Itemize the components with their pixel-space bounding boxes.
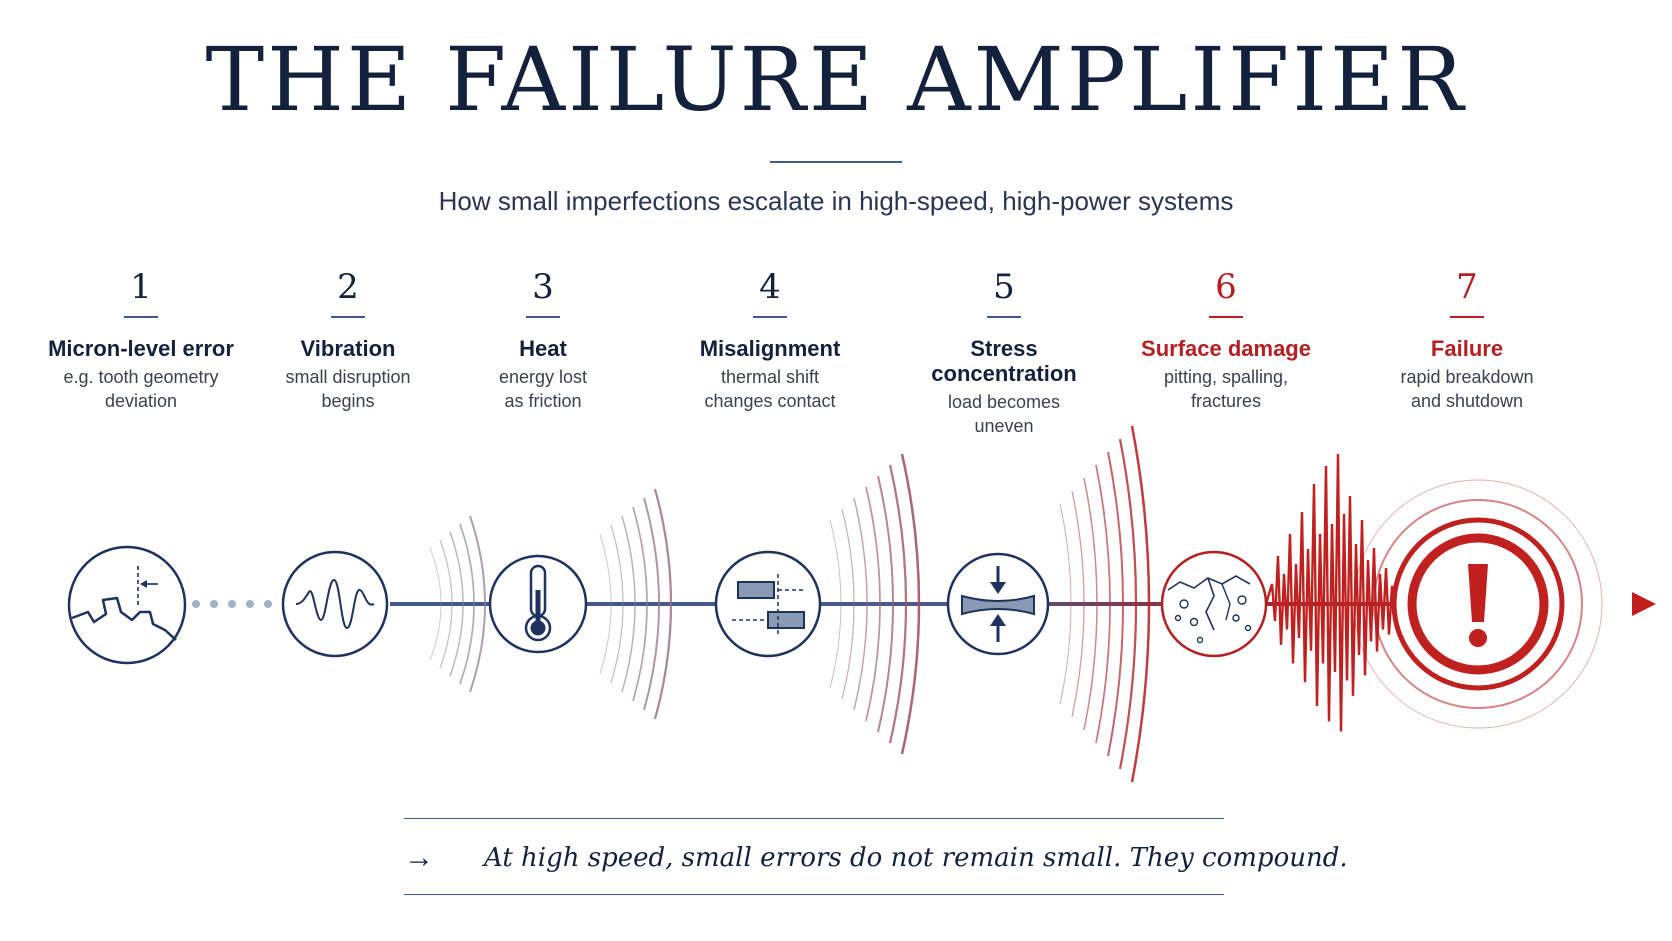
step-desc-line-2: deviation <box>104 391 178 411</box>
ripple-arc <box>829 519 842 689</box>
step-name: Surface damage <box>1141 336 1311 361</box>
step-number-rule <box>1450 316 1484 318</box>
step-6: 6 Surface damage pitting, spalling, frac… <box>1116 270 1336 413</box>
step-3: 3 Heat energy lost as friction <box>433 270 653 413</box>
step-desc-line-2: changes contact <box>704 391 836 411</box>
seismic-burst <box>1264 453 1402 732</box>
page-title: THE FAILURE AMPLIFIER <box>205 28 1467 131</box>
ripple-arc <box>841 508 855 700</box>
cracked-surface-icon <box>1160 550 1268 658</box>
arrow-right-icon: → <box>404 841 434 874</box>
ripple-arc <box>429 547 442 661</box>
step-2: 2 Vibration small disruption begins <box>238 270 458 413</box>
ripple-arc <box>1130 425 1151 783</box>
ripple-arc <box>610 524 624 684</box>
dotted-connector <box>192 600 272 608</box>
step-desc-line-2: begins <box>321 391 375 411</box>
ripple-arc <box>1107 451 1124 757</box>
step-desc-line-1: thermal shift <box>720 367 820 387</box>
ripple-arc <box>439 539 453 669</box>
waveform-icon <box>281 550 389 658</box>
step-desc-line-1: small disruption <box>285 367 411 387</box>
ripple-arc <box>900 453 921 755</box>
step-desc-line-1: e.g. tooth geometry <box>63 367 219 387</box>
step-5: 5 Stress concentration load becomes unev… <box>894 270 1114 438</box>
step-name: Stress <box>970 336 1038 361</box>
ripple-arc <box>1095 464 1111 744</box>
end-arrow-icon <box>1632 592 1656 616</box>
step-number-rule <box>1209 316 1243 318</box>
ripple-arc <box>653 488 673 720</box>
step-1: 1 Micron-level error e.g. tooth geometry… <box>31 270 251 413</box>
step-7: 7 Failure rapid breakdown and shutdown <box>1357 270 1577 413</box>
summary-text: At high speed, small errors do not remai… <box>484 843 1348 873</box>
ripple-arcs <box>429 425 1151 783</box>
step-desc-line-2: fractures <box>1190 391 1262 411</box>
step-desc-line-2: as friction <box>504 391 582 411</box>
quote-rule-top <box>404 818 1224 819</box>
ripple-arc <box>469 515 486 693</box>
ripple-arc <box>1059 503 1072 705</box>
gear-tooth-icon <box>67 545 187 665</box>
ripple-arc <box>853 497 868 711</box>
summary-quote: → At high speed, small errors do not rem… <box>404 838 1348 878</box>
step-number: 3 <box>532 267 554 307</box>
ripple-arc <box>1083 477 1098 731</box>
step-number: 4 <box>759 267 781 307</box>
ripple-arc <box>632 506 648 702</box>
compression-arrows-icon <box>946 552 1050 656</box>
thermometer-icon <box>488 554 588 654</box>
step-name: Micron-level error <box>48 336 234 361</box>
ripple-arc <box>643 497 660 711</box>
ripple-arc <box>877 475 894 733</box>
step-name: Misalignment <box>699 336 841 361</box>
step-number-rule <box>331 316 365 318</box>
ripple-arc <box>1118 438 1138 770</box>
warning-exclamation-icon <box>1353 479 1603 729</box>
ripple-arc <box>449 531 464 677</box>
seismic-spike-line <box>1264 453 1402 732</box>
step-desc-line-2: and shutdown <box>1410 391 1524 411</box>
step-number-rule <box>753 316 787 318</box>
ripple-arc <box>1071 490 1085 718</box>
step-number: 6 <box>1215 267 1237 307</box>
step-name: Failure <box>1430 336 1504 361</box>
ripple-arc <box>865 486 881 722</box>
step-name: Vibration <box>300 336 396 361</box>
step-desc-line-2: uneven <box>974 416 1034 436</box>
step-name: Heat <box>519 336 567 361</box>
step-desc-line-1: rapid breakdown <box>1400 367 1534 387</box>
ripple-arc <box>621 515 636 693</box>
ripple-arc <box>459 523 475 685</box>
step-number-rule <box>987 316 1021 318</box>
title-divider <box>770 161 902 163</box>
step-number: 7 <box>1456 267 1478 307</box>
page-subtitle: How small imperfections escalate in high… <box>438 186 1234 216</box>
step-number: 2 <box>337 267 359 307</box>
step-number-rule <box>526 316 560 318</box>
step-number: 5 <box>993 267 1015 307</box>
step-4: 4 Misalignment thermal shift changes con… <box>660 270 880 413</box>
step-name-line-2: concentration <box>931 361 1077 386</box>
step-number: 1 <box>130 267 152 307</box>
step-number-rule <box>124 316 158 318</box>
step-desc-line-1: load becomes <box>947 392 1061 412</box>
offset-blocks-icon <box>714 550 822 658</box>
step-desc-line-1: pitting, spalling, <box>1163 367 1289 387</box>
ripple-arc <box>599 533 612 675</box>
step-desc-line-1: energy lost <box>498 367 588 387</box>
quote-rule-bottom <box>404 894 1224 895</box>
ripple-arc <box>888 464 908 744</box>
